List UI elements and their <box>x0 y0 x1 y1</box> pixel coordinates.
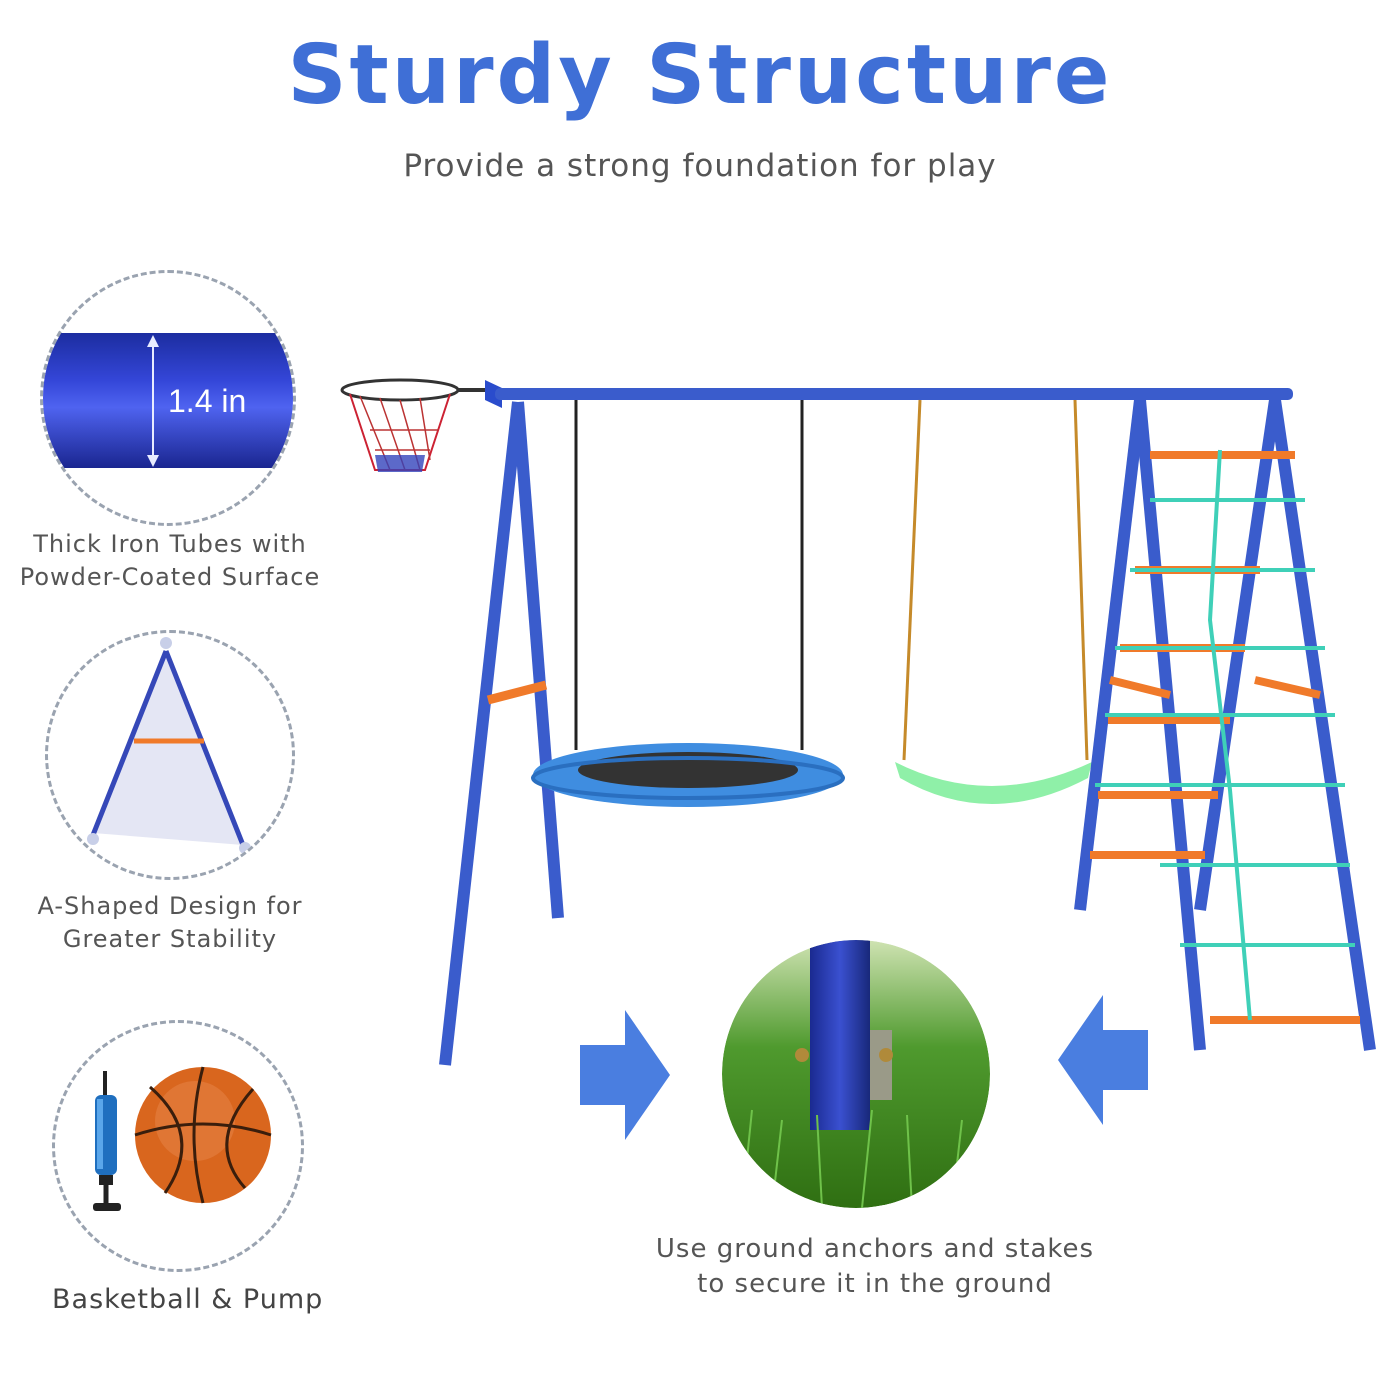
pump-icon <box>93 1071 121 1211</box>
arrow-left-icon <box>1058 995 1148 1125</box>
page-title: Sturdy Structure <box>287 28 1113 123</box>
a-frame-caption: A-Shaped Design for Greater Stability <box>0 890 340 956</box>
a-frame-icon <box>87 637 251 854</box>
a-frame-caption-line2: Greater Stability <box>62 925 278 953</box>
swing-chains <box>574 399 1089 761</box>
basketball-pump-icon <box>93 1066 272 1211</box>
ground-caption: Use ground anchors and stakes to secure … <box>620 1232 1130 1302</box>
swing-set-illustration <box>340 378 1376 1066</box>
basketball-caption: Basketball & Pump <box>52 1284 324 1315</box>
ground-anchor-icon <box>722 940 990 1208</box>
a-frame-caption-line1: A-Shaped Design for <box>37 892 303 920</box>
tube-caption: Thick Iron Tubes with Powder-Coated Surf… <box>0 528 340 594</box>
basketball-circle <box>52 1020 304 1272</box>
tube-caption-line1: Thick Iron Tubes with <box>33 530 307 558</box>
tube-caption-line2: Powder-Coated Surface <box>19 563 321 591</box>
basketball-hoop-icon <box>340 378 502 472</box>
tube-icon <box>43 333 293 468</box>
top-bar <box>495 388 1293 400</box>
page-subtitle: Provide a strong foundation for play <box>403 148 997 184</box>
right-a-frame <box>1074 399 1376 1051</box>
ground-caption-line1: Use ground anchors and stakes <box>655 1234 1095 1264</box>
a-frame-circle <box>45 630 295 880</box>
arrow-right-icon <box>580 1010 670 1140</box>
left-a-frame <box>439 401 564 1066</box>
saucer-swing <box>531 743 845 807</box>
basketball-icon <box>134 1066 272 1204</box>
belt-swing-seat <box>895 762 1092 804</box>
ground-anchor-circle <box>722 940 990 1208</box>
tube-circle: 1.4 in <box>40 270 296 526</box>
tube-measure-label: 1.4 in <box>168 383 247 419</box>
ground-caption-line2: to secure it in the ground <box>697 1269 1053 1299</box>
